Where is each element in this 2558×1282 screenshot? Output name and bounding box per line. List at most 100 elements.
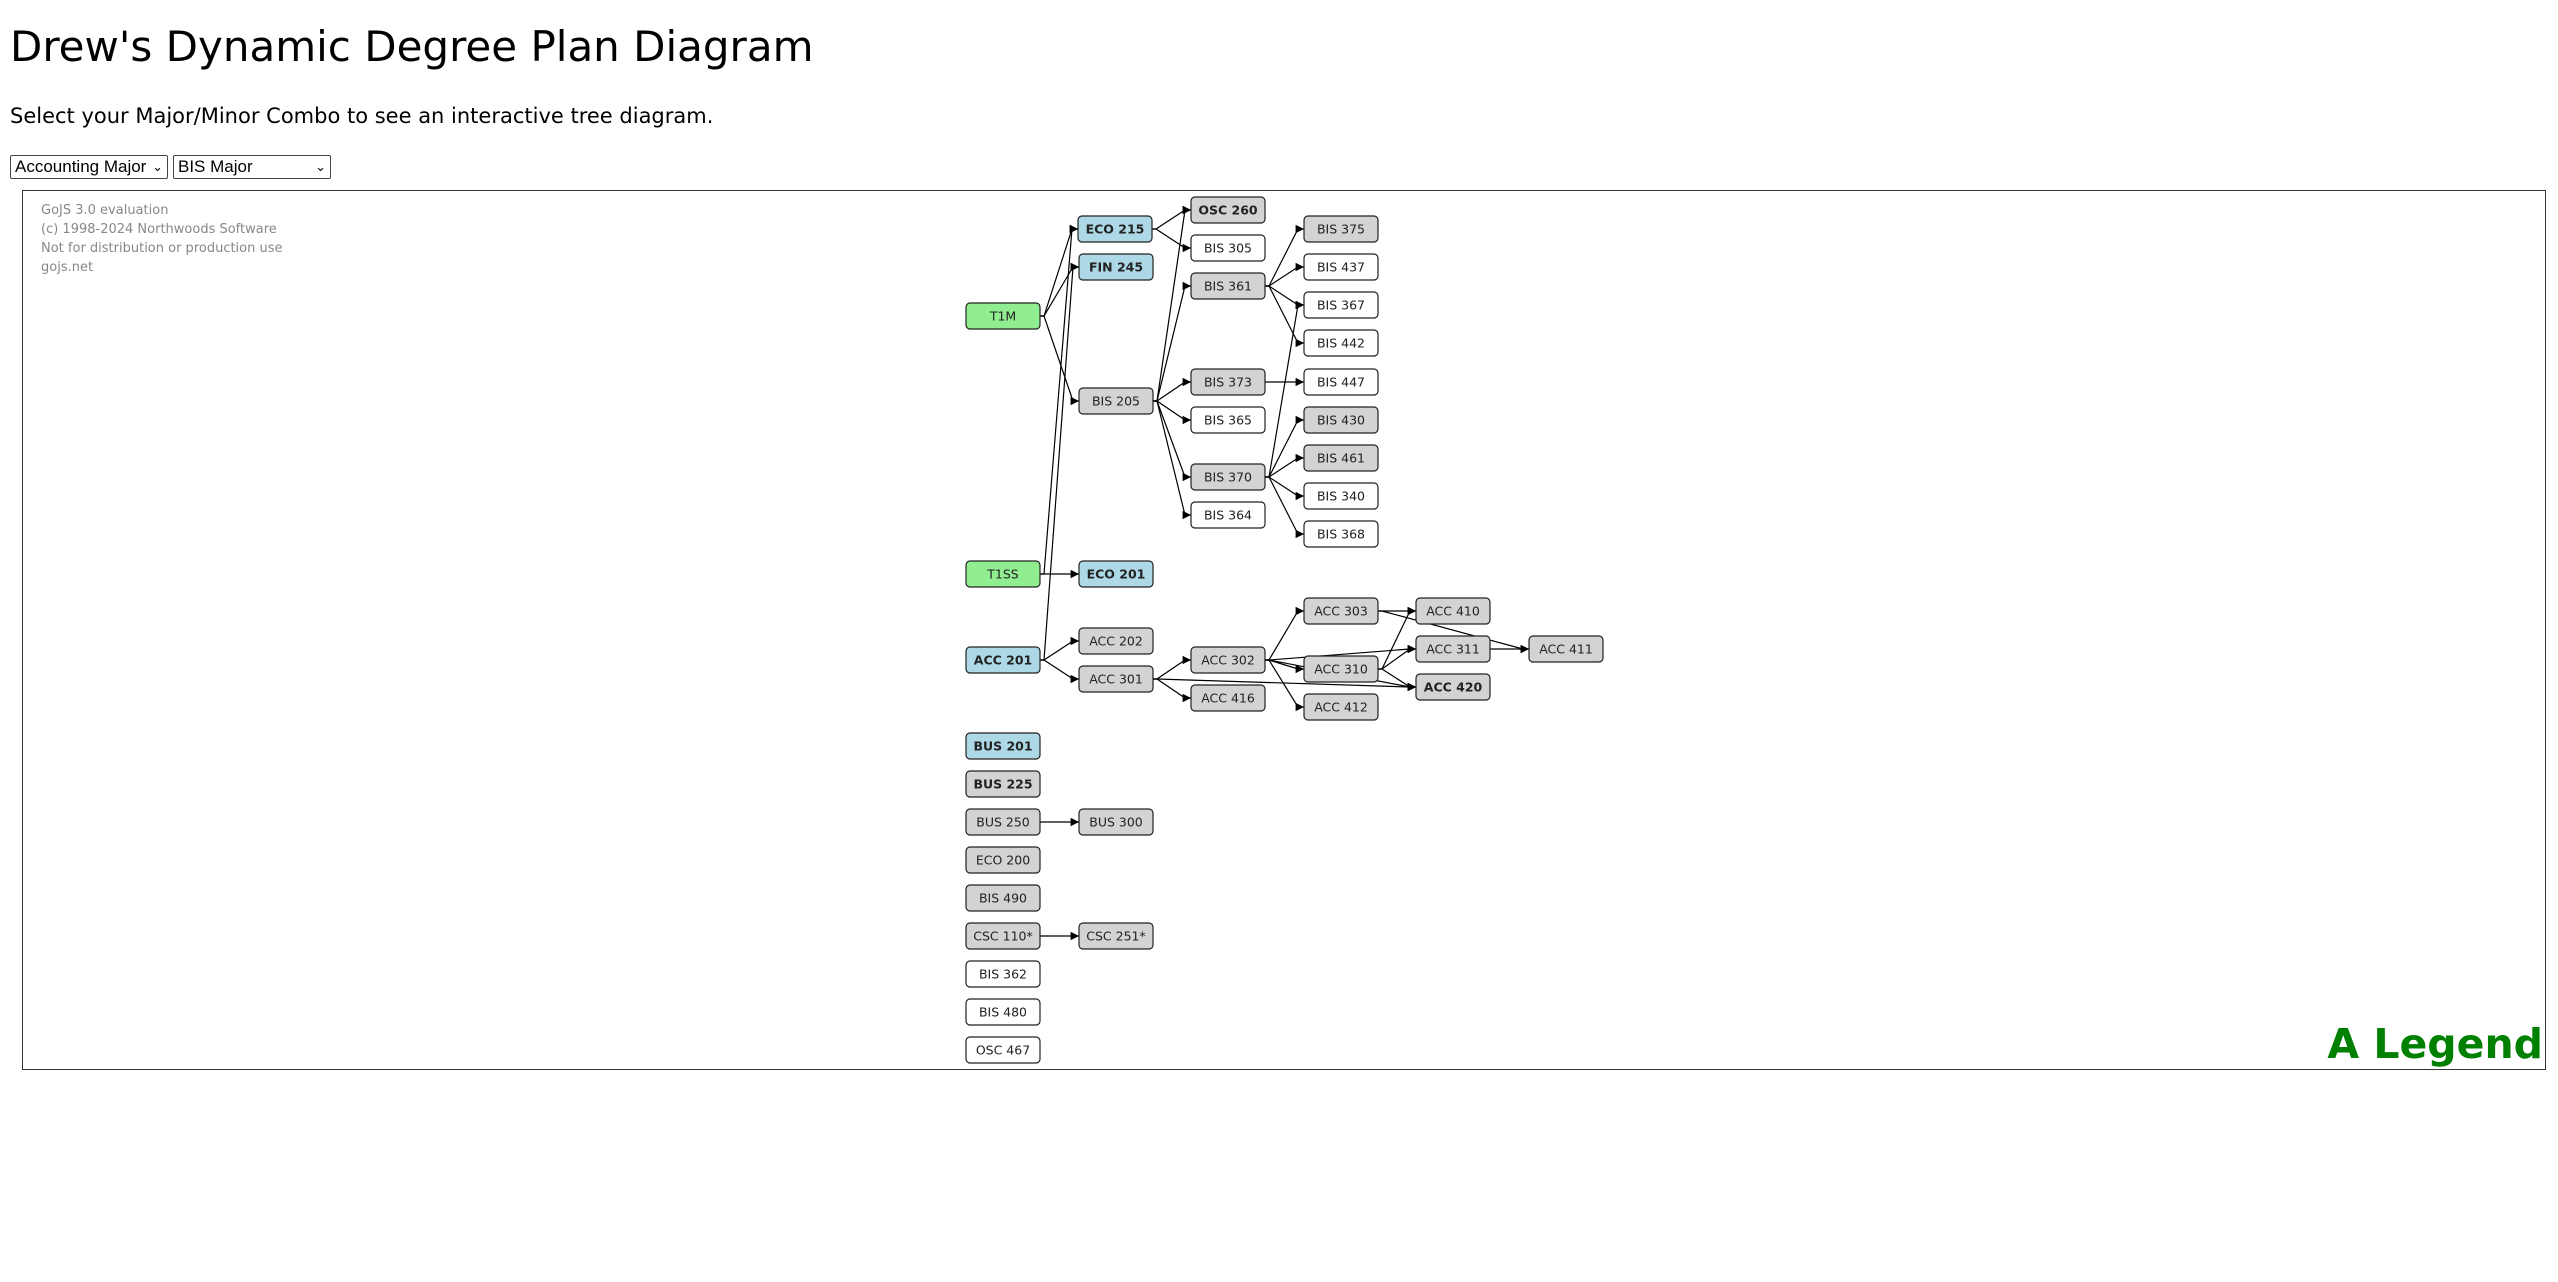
- course-node[interactable]: BIS 367: [1303, 291, 1379, 319]
- course-node[interactable]: T1M: [965, 302, 1041, 330]
- course-node-box[interactable]: [1303, 444, 1379, 472]
- course-node[interactable]: BIS 340: [1303, 482, 1379, 510]
- course-node-box[interactable]: [1303, 253, 1379, 281]
- course-node-box[interactable]: [1303, 520, 1379, 548]
- course-node-box[interactable]: [1190, 234, 1266, 262]
- course-node[interactable]: ACC 303: [1303, 597, 1379, 625]
- course-node-box[interactable]: [1303, 406, 1379, 434]
- course-node[interactable]: FIN 245: [1078, 253, 1154, 281]
- course-node[interactable]: BUS 225: [965, 770, 1041, 798]
- course-node-box[interactable]: [965, 732, 1041, 760]
- course-node-label: ECO 201: [1087, 567, 1146, 582]
- course-node[interactable]: ECO 200: [965, 846, 1041, 874]
- course-node-box[interactable]: [1190, 368, 1266, 396]
- course-node[interactable]: BIS 364: [1190, 501, 1266, 529]
- major-select[interactable]: Accounting Major ⌄: [10, 155, 168, 179]
- course-node[interactable]: ACC 302: [1190, 646, 1266, 674]
- course-node-box[interactable]: [965, 960, 1041, 988]
- course-node[interactable]: BIS 373: [1190, 368, 1266, 396]
- course-node[interactable]: BIS 442: [1303, 329, 1379, 357]
- course-node-box[interactable]: [1415, 635, 1491, 663]
- course-node-box[interactable]: [965, 302, 1041, 330]
- course-node-box[interactable]: [1077, 215, 1153, 243]
- course-node-box[interactable]: [1190, 406, 1266, 434]
- course-node[interactable]: BUS 300: [1078, 808, 1154, 836]
- course-node-box[interactable]: [1303, 655, 1379, 683]
- course-node-box[interactable]: [965, 646, 1041, 674]
- course-node[interactable]: BIS 368: [1303, 520, 1379, 548]
- course-node[interactable]: ECO 215: [1077, 215, 1153, 243]
- course-node[interactable]: BIS 305: [1190, 234, 1266, 262]
- course-node[interactable]: CSC 251*: [1078, 922, 1154, 950]
- course-node[interactable]: BIS 370: [1190, 463, 1266, 491]
- course-node-box[interactable]: [1190, 684, 1266, 712]
- course-node-box[interactable]: [965, 560, 1041, 588]
- course-node-box[interactable]: [1303, 597, 1379, 625]
- course-node[interactable]: ACC 411: [1528, 635, 1604, 663]
- course-node-label: BIS 442: [1317, 336, 1365, 351]
- course-node-box[interactable]: [1415, 673, 1491, 701]
- course-node[interactable]: BIS 361: [1190, 272, 1266, 300]
- course-node-box[interactable]: [1190, 501, 1266, 529]
- course-node-box[interactable]: [965, 884, 1041, 912]
- course-node-box[interactable]: [1078, 253, 1154, 281]
- course-node[interactable]: BUS 201: [965, 732, 1041, 760]
- course-node[interactable]: BIS 430: [1303, 406, 1379, 434]
- course-node[interactable]: ACC 420: [1415, 673, 1491, 701]
- course-node-box[interactable]: [1303, 215, 1379, 243]
- course-node-box[interactable]: [1078, 665, 1154, 693]
- course-node-box[interactable]: [965, 808, 1041, 836]
- course-node-box[interactable]: [1528, 635, 1604, 663]
- course-node-box[interactable]: [965, 1036, 1041, 1064]
- course-node-label: ACC 202: [1089, 634, 1143, 649]
- course-node-box[interactable]: [1078, 387, 1154, 415]
- course-node[interactable]: CSC 110*: [965, 922, 1041, 950]
- course-node-box[interactable]: [1303, 329, 1379, 357]
- course-node-box[interactable]: [965, 998, 1041, 1026]
- course-node[interactable]: BIS 362: [965, 960, 1041, 988]
- minor-select[interactable]: BIS Major ⌄: [173, 155, 331, 179]
- course-node-label: ACC 420: [1424, 680, 1483, 695]
- course-node[interactable]: BIS 365: [1190, 406, 1266, 434]
- course-node-box[interactable]: [965, 846, 1041, 874]
- diagram-canvas[interactable]: GoJS 3.0 evaluation (c) 1998-2024 Northw…: [22, 190, 2546, 1070]
- course-node[interactable]: BUS 250: [965, 808, 1041, 836]
- course-node[interactable]: ACC 201: [965, 646, 1041, 674]
- course-node-box[interactable]: [1190, 272, 1266, 300]
- course-node[interactable]: OSC 260: [1190, 196, 1266, 224]
- course-node-box[interactable]: [1190, 463, 1266, 491]
- course-node-box[interactable]: [1303, 368, 1379, 396]
- course-node-box[interactable]: [1303, 291, 1379, 319]
- course-node[interactable]: OSC 467: [965, 1036, 1041, 1064]
- course-node[interactable]: BIS 437: [1303, 253, 1379, 281]
- course-node[interactable]: T1SS: [965, 560, 1041, 588]
- prerequisite-link: [1040, 315, 1079, 406]
- course-node[interactable]: ACC 310: [1303, 655, 1379, 683]
- course-node-box[interactable]: [1303, 693, 1379, 721]
- course-node[interactable]: BIS 480: [965, 998, 1041, 1026]
- course-node[interactable]: BIS 205: [1078, 387, 1154, 415]
- course-node[interactable]: BIS 461: [1303, 444, 1379, 472]
- course-node[interactable]: ACC 412: [1303, 693, 1379, 721]
- course-node-box[interactable]: [965, 770, 1041, 798]
- course-node[interactable]: BIS 375: [1303, 215, 1379, 243]
- course-node[interactable]: ACC 410: [1415, 597, 1491, 625]
- prerequisite-link: [1153, 400, 1191, 482]
- course-node-box[interactable]: [1190, 646, 1266, 674]
- course-node-box[interactable]: [1415, 597, 1491, 625]
- course-node-box[interactable]: [1078, 627, 1154, 655]
- course-node-box[interactable]: [1078, 560, 1154, 588]
- course-node[interactable]: ACC 202: [1078, 627, 1154, 655]
- course-node[interactable]: ECO 201: [1078, 560, 1154, 588]
- course-node-box[interactable]: [1078, 808, 1154, 836]
- course-node-box[interactable]: [1303, 482, 1379, 510]
- course-node[interactable]: ACC 311: [1415, 635, 1491, 663]
- course-node-box[interactable]: [965, 922, 1041, 950]
- course-node-box[interactable]: [1190, 196, 1266, 224]
- course-node[interactable]: BIS 447: [1303, 368, 1379, 396]
- course-node[interactable]: ACC 416: [1190, 684, 1266, 712]
- course-node[interactable]: ACC 301: [1078, 665, 1154, 693]
- course-node-box[interactable]: [1078, 922, 1154, 950]
- course-node[interactable]: BIS 490: [965, 884, 1041, 912]
